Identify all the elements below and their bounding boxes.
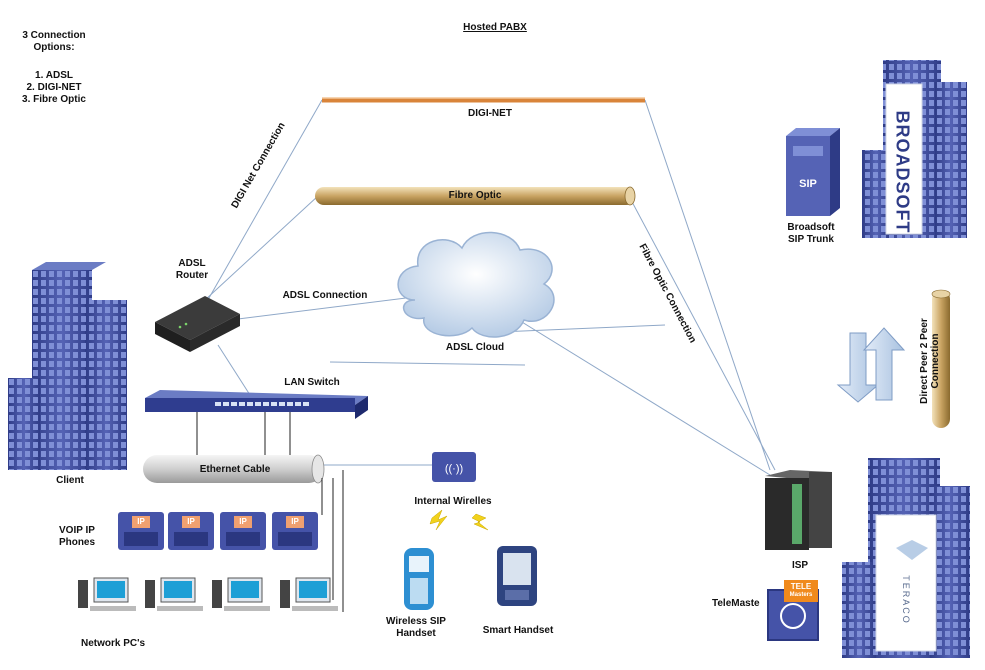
teraco-logo: TERACO xyxy=(901,575,911,625)
client-label: Client xyxy=(56,475,84,486)
wireless-sip-handset-icon xyxy=(404,548,434,610)
fibre-optic-tube xyxy=(315,186,636,206)
wireless-sip-label-line1: Wireless SIP xyxy=(386,616,446,627)
peer-label-line2: Connection xyxy=(930,333,941,389)
peer-connection-label: Direct Peer 2 Peer Connection xyxy=(919,301,941,421)
wireless-signal-icon xyxy=(429,509,489,531)
option-item: 3. Fibre Optic xyxy=(22,94,86,105)
adsl-cloud-label: ADSL Cloud xyxy=(445,342,505,353)
digi-net-link xyxy=(322,97,645,103)
ip-tag: IP xyxy=(291,517,299,526)
ip-tag: IP xyxy=(137,517,145,526)
adsl-router-label: ADSL Router xyxy=(162,258,222,282)
broadsoft-sip-trunk-label: Broadsoft SIP Trunk xyxy=(776,222,846,246)
option-item: 1. ADSL xyxy=(35,70,73,81)
peer-fibre-tube xyxy=(931,289,951,428)
tele-logo: TELE Masters xyxy=(784,582,818,600)
tele-logo-line1: TELE xyxy=(790,582,812,591)
voip-label-line2: Phones xyxy=(58,537,96,548)
client-building-icon xyxy=(8,262,127,470)
sip-tag: SIP xyxy=(799,178,817,190)
lan-switch-label: LAN Switch xyxy=(284,377,340,388)
network-pcs-label: Network PC's xyxy=(80,638,146,649)
wireless-sip-handset-label: Wireless SIP Handset xyxy=(376,616,456,640)
telemaster-label: TeleMaste xyxy=(712,598,760,609)
adsl-router-icon xyxy=(155,296,240,352)
broadsoft-logo: BROADSOFT xyxy=(892,110,913,234)
option-item: 2. DIGI-NET xyxy=(26,82,82,93)
switch-drops xyxy=(196,412,291,455)
ethernet-cable-label: Ethernet Cable xyxy=(199,464,271,475)
broadsoft-building-icon xyxy=(862,60,967,238)
adsl-router-label-line2: Router xyxy=(175,270,209,281)
tele-logo-line2: Masters xyxy=(789,592,813,598)
diagram-title: Hosted PABX xyxy=(463,22,527,33)
adsl-cloud xyxy=(397,231,555,338)
ethernet-drops xyxy=(321,470,344,612)
telemasters-icon xyxy=(767,580,819,641)
isp-server-icon xyxy=(765,470,832,550)
lan-switch-icon xyxy=(145,390,368,419)
voip-label-line1: VOIP IP xyxy=(59,525,95,536)
adsl-connection-label: ADSL Connection xyxy=(282,290,368,301)
adsl-router-label-line1: ADSL xyxy=(178,258,206,269)
voip-phones xyxy=(118,512,318,550)
isp-label: ISP xyxy=(791,560,809,571)
options-heading: 3 Connection Options: xyxy=(14,30,94,54)
svg-text:((·)): ((·)) xyxy=(445,463,463,475)
wireless-sip-label-line2: Handset xyxy=(396,628,436,639)
options-heading-line2: Options: xyxy=(33,42,75,53)
internal-wireless-label: Internal Wirelles xyxy=(414,496,492,507)
fibre-optic-label: Fibre Optic xyxy=(448,190,502,201)
peer-arrows-icon xyxy=(836,327,906,403)
broadsoft-sip-server-icon xyxy=(786,128,840,216)
smart-handset-icon xyxy=(497,546,537,606)
options-list: 1. ADSL 2. DIGI-NET 3. Fibre Optic xyxy=(14,70,94,106)
broadsoft-label-line1: Broadsoft xyxy=(787,222,835,233)
voip-phones-label: VOIP IP Phones xyxy=(42,525,112,549)
options-heading-line1: 3 Connection xyxy=(22,30,86,41)
smart-handset-label: Smart Handset xyxy=(482,625,554,636)
broadsoft-label-line2: SIP Trunk xyxy=(788,234,834,245)
wireless-access-point-icon: ((·)) xyxy=(432,452,476,482)
network-pcs xyxy=(78,577,338,611)
peer-label-line1: Direct Peer 2 Peer xyxy=(919,318,930,404)
ip-tag: IP xyxy=(187,517,195,526)
digi-net-label: DIGI-NET xyxy=(468,108,512,119)
ip-tag: IP xyxy=(239,517,247,526)
ethernet-cable-tube xyxy=(143,454,325,484)
teraco-building-icon xyxy=(842,458,970,658)
